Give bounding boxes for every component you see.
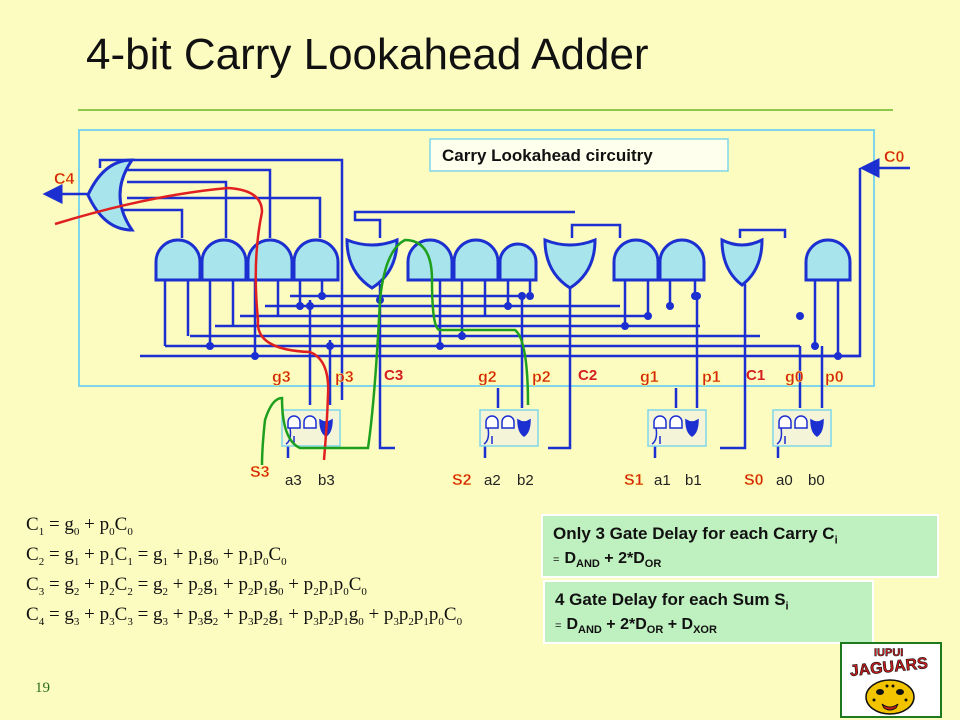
wire-junction-dot — [206, 342, 214, 350]
wire-junction-dot — [834, 352, 842, 360]
page-number: 19 — [35, 680, 50, 696]
wire-junction-dot — [504, 302, 512, 310]
c1-label: C1 — [746, 367, 765, 384]
g3-label: g3 — [272, 369, 291, 386]
title-divider — [78, 109, 893, 111]
jaguar-head-icon — [865, 679, 915, 715]
a3-label: a3 — [285, 472, 302, 489]
s1-label: S1 — [624, 472, 644, 489]
and-gate — [804, 238, 852, 282]
mini-and-gate — [485, 415, 499, 429]
wire-junction-dot — [326, 342, 334, 350]
c3-label: C3 — [384, 367, 403, 384]
c4-label: C4 — [54, 171, 75, 188]
and-gate — [292, 238, 340, 282]
b2-label: b2 — [517, 472, 534, 489]
and-gate — [452, 238, 500, 282]
mini-and-gate — [794, 415, 808, 429]
a2-label: a2 — [484, 472, 501, 489]
and-gate — [200, 238, 248, 282]
a0-label: a0 — [776, 472, 793, 489]
wire-junction-dot — [693, 292, 701, 300]
equation-c1: C1 = g0 + p0C0 — [26, 514, 133, 538]
bit-adder-block — [479, 409, 539, 447]
jaguars-logo: IUPUI JAGUARS — [840, 642, 942, 718]
cla-box-label: Carry Lookahead circuitry — [442, 146, 653, 165]
mini-xor-gate — [517, 418, 531, 437]
g1-label: g1 — [640, 369, 659, 386]
s0-label: S0 — [744, 472, 764, 489]
wire-junction-dot — [436, 342, 444, 350]
c0-label: C0 — [884, 149, 905, 166]
wire-junction-dot — [644, 312, 652, 320]
mini-and-gate — [287, 415, 301, 429]
wire-junction-dot — [296, 302, 304, 310]
wire-junction-dot — [621, 322, 629, 330]
and-gate — [154, 238, 202, 282]
wire-junction-dot — [666, 302, 674, 310]
g2-label: g2 — [478, 369, 497, 386]
equation-c4: C4 = g3 + p3C3 = g3 + p3g2 + p3p2g1 + p3… — [26, 604, 463, 628]
wire-junction-dot — [306, 302, 314, 310]
carry-lookahead-diagram: Carry Lookahead circuitry — [42, 129, 910, 489]
sum-delay-note: 4 Gate Delay for each Sum Si =DAND + 2*D… — [543, 580, 874, 644]
critical-path-green — [260, 238, 530, 466]
bit-adder-block — [647, 409, 707, 447]
cla-box-label-bg — [429, 138, 729, 172]
mini-xor-gate — [685, 418, 699, 437]
wire-junction-dot — [251, 352, 259, 360]
p3-label: p3 — [335, 369, 354, 386]
wire-network — [42, 158, 910, 458]
and-gate — [658, 238, 706, 282]
cla-box — [78, 129, 875, 387]
mini-xor-gate — [810, 418, 824, 437]
b0-label: b0 — [808, 472, 825, 489]
b1-label: b1 — [685, 472, 702, 489]
p2-label: p2 — [532, 369, 551, 386]
mini-sum-wire — [483, 427, 493, 445]
p1-label: p1 — [702, 369, 721, 386]
a1-label: a1 — [654, 472, 671, 489]
equation-c2: C2 = g1 + p1C1 = g1 + p1g0 + p1p0C0 — [26, 544, 287, 568]
mini-and-gate — [653, 415, 667, 429]
bit-adder-block — [772, 409, 832, 447]
c2-label: C2 — [578, 367, 597, 384]
and-gate — [498, 242, 538, 282]
wire-junctions — [206, 292, 842, 360]
s2-label: S2 — [452, 472, 472, 489]
or-gate-c1 — [720, 237, 764, 287]
critical-path-red — [54, 186, 330, 461]
slide-title: 4-bit Carry Lookahead Adder — [86, 30, 649, 79]
mini-and-gate — [669, 415, 683, 429]
s3-label: S3 — [250, 464, 270, 481]
wire-junction-dot — [526, 292, 534, 300]
wire-junction-dot — [518, 292, 526, 300]
p0-label: p0 — [825, 369, 844, 386]
mini-and-gate — [303, 415, 317, 429]
logo-top-text: IUPUI — [874, 647, 903, 659]
mini-and-gate — [501, 415, 515, 429]
wire-junction-dot — [796, 312, 804, 320]
logic-gates — [86, 158, 852, 290]
and-gate — [246, 238, 294, 282]
g0-label: g0 — [785, 369, 804, 386]
wire-junction-dot — [811, 342, 819, 350]
bit-adders — [281, 409, 832, 447]
mini-sum-wire — [651, 427, 661, 445]
equation-c3: C3 = g2 + p2C2 = g2 + p2g1 + p2p1g0 + p2… — [26, 574, 367, 598]
carry-equations: C1 = g0 + p0C0 C2 = g1 + p1C1 = g1 + p1g… — [26, 510, 462, 630]
or-gate-c2 — [543, 237, 597, 290]
or-gate-c3 — [345, 237, 399, 290]
wire-junction-dot — [318, 292, 326, 300]
wire-junction-dot — [458, 332, 466, 340]
and-gate — [612, 238, 660, 282]
b3-label: b3 — [318, 472, 335, 489]
mini-and-gate — [778, 415, 792, 429]
mini-sum-wire — [776, 427, 786, 445]
c4-or-gate — [86, 158, 135, 232]
carry-delay-note: Only 3 Gate Delay for each Carry Ci =DAN… — [541, 514, 939, 578]
